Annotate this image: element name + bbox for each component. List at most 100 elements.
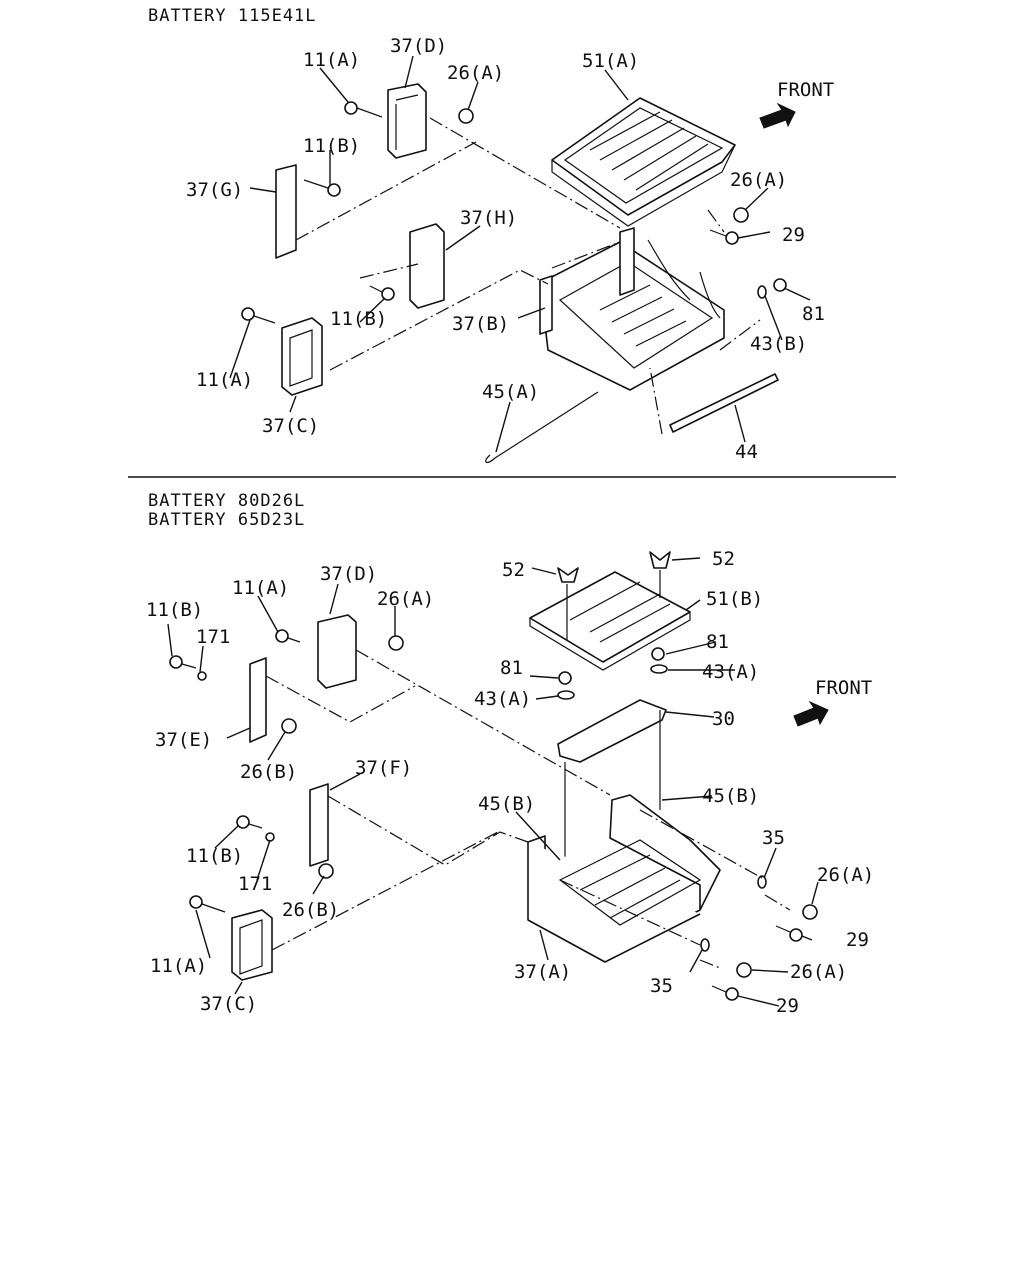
washer-171-2: [265, 832, 275, 842]
section-battery-115e41l: BATTERY 115E41L: [148, 6, 834, 463]
wing-nut-52: [557, 567, 579, 583]
label-171-2: 171: [238, 873, 272, 895]
bracket-37h: [409, 223, 445, 309]
label-52: 52: [502, 559, 525, 581]
label-11a-2: 11(A): [196, 369, 253, 391]
label-37e: 37(E): [155, 729, 212, 751]
battery-cover-51b: [529, 571, 691, 671]
label-35: 35: [762, 827, 785, 849]
nut-81: [773, 278, 787, 292]
bolt-11a: [344, 101, 358, 115]
label-front: FRONT: [777, 79, 834, 101]
bracket-37g: [275, 164, 297, 259]
label-37c: 37(C): [200, 993, 257, 1015]
label-26a: 26(A): [447, 62, 504, 84]
nut-81: [558, 671, 572, 685]
label-171: 171: [196, 626, 230, 648]
nut-81-2: [651, 647, 665, 661]
label-front: FRONT: [815, 677, 872, 699]
label-26a: 26(A): [377, 588, 434, 610]
front-arrow-icon: [759, 102, 796, 129]
label-11a: 11(A): [232, 577, 289, 599]
label-37h: 37(H): [460, 207, 517, 229]
label-29-2: 29: [776, 995, 799, 1017]
bracket-37d: [317, 614, 357, 689]
bolt-11b: [327, 183, 341, 197]
label-30: 30: [712, 708, 735, 730]
label-11a-2: 11(A): [150, 955, 207, 977]
label-11b-2: 11(B): [330, 308, 387, 330]
washer-171: [197, 671, 207, 681]
bolt-11a-2: [241, 307, 255, 321]
label-37a: 37(A): [514, 961, 571, 983]
label-81: 81: [706, 631, 729, 653]
label-43a: 43(A): [702, 661, 759, 683]
label-43a-2: 43(A): [474, 688, 531, 710]
section-battery-80d26l-65d23l: BATTERY 80D26L BATTERY 65D23L: [146, 491, 874, 1017]
nut-26a-3: [736, 962, 752, 978]
bracket-37f: [309, 783, 329, 867]
nut-26b: [281, 718, 297, 734]
label-37d: 37(D): [320, 563, 377, 585]
bolt-11b: [169, 655, 183, 669]
label-37d: 37(D): [390, 35, 447, 57]
label-45a: 45(A): [482, 381, 539, 403]
rod-44: [669, 373, 779, 433]
washer-43a: [557, 690, 575, 700]
washer-35-2: [700, 938, 710, 952]
battery-tray-37a: [527, 794, 721, 963]
bolt-11a: [275, 629, 289, 643]
label-37b: 37(B): [452, 313, 509, 335]
section-header-1: BATTERY 80D26L: [148, 491, 305, 511]
label-44: 44: [735, 441, 758, 463]
bracket-37d: [387, 83, 427, 159]
label-29: 29: [782, 224, 805, 246]
label-11b-2: 11(B): [186, 845, 243, 867]
label-45b-2: 45(B): [702, 785, 759, 807]
battery-tray-37b: [539, 227, 725, 391]
section-header-2: BATTERY 65D23L: [148, 510, 305, 530]
label-26a-3: 26(A): [790, 961, 847, 983]
label-11a: 11(A): [303, 49, 360, 71]
label-26b-2: 26(B): [282, 899, 339, 921]
clamp-bar-30: [557, 699, 667, 763]
rod-45a: [485, 391, 599, 463]
label-37f: 37(F): [355, 757, 412, 779]
label-29: 29: [846, 929, 869, 951]
bolt-11a-2: [189, 895, 203, 909]
label-45b: 45(B): [478, 793, 535, 815]
nut-26a-2: [802, 904, 818, 920]
bolt-29: [725, 231, 739, 245]
label-11b: 11(B): [303, 135, 360, 157]
label-26a-2: 26(A): [730, 169, 787, 191]
bolt-29: [789, 928, 803, 942]
nut-26b-2: [318, 863, 334, 879]
label-37g: 37(G): [186, 179, 243, 201]
label-81-2: 81: [500, 657, 523, 679]
nut-26a: [388, 635, 404, 651]
label-11b: 11(B): [146, 599, 203, 621]
label-51a: 51(A): [582, 50, 639, 72]
label-81: 81: [802, 303, 825, 325]
front-arrow-icon: [793, 700, 829, 727]
battery-cover-51a: [551, 97, 736, 227]
bolt-29-2: [725, 987, 739, 1001]
label-37c: 37(C): [262, 415, 319, 437]
label-35-2: 35: [650, 975, 673, 997]
label-51b: 51(B): [706, 588, 763, 610]
label-52-2: 52: [712, 548, 735, 570]
bolt-11b-2: [381, 287, 395, 301]
label-26b: 26(B): [240, 761, 297, 783]
bracket-37e: [249, 657, 267, 743]
bracket-37c: [281, 317, 323, 396]
bolt-11b-2: [236, 815, 250, 829]
nut-26a-2: [733, 207, 749, 223]
label-26a-2: 26(A): [817, 864, 874, 886]
label-43b: 43(B): [750, 333, 807, 355]
washer-35: [757, 875, 767, 889]
section-header: BATTERY 115E41L: [148, 6, 317, 26]
wing-nut-52-2: [649, 551, 671, 569]
nut-26a: [458, 108, 474, 124]
washer-43a-2: [650, 664, 668, 674]
